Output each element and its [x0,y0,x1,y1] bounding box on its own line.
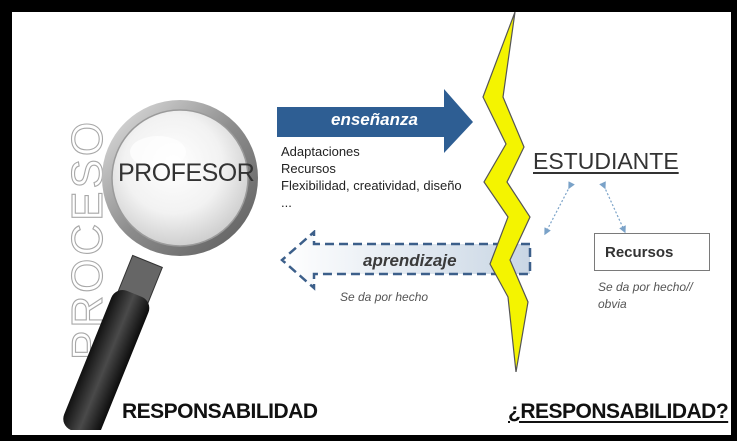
recursos-box: Recursos [594,233,710,271]
magnifying-glass-icon [63,100,258,430]
list-item: Recursos [281,161,336,176]
aprendizaje-note: Se da por hecho [340,290,429,304]
aprendizaje-arrow [280,230,532,291]
list-item: Adaptaciones [281,144,360,159]
list-item: ... [281,195,292,210]
ensenanza-list: Adaptaciones Recursos Flexibilidad, crea… [281,143,462,211]
recursos-note-line2: obvia [598,297,627,311]
list-item: Flexibilidad, creatividad, diseño [281,178,462,193]
recursos-note-line1: Se da por hecho// [598,280,693,294]
ensenanza-label: enseñanza [331,110,418,129]
lightning-bolt-icon [482,12,531,372]
profesor-label: PROFESOR [118,159,255,187]
aprendizaje-label: aprendizaje [363,251,457,270]
responsabilidad-left: RESPONSABILIDAD [122,400,318,423]
recursos-label: Recursos [605,244,674,261]
ensenanza-arrow [277,89,473,153]
estudiante-label: ESTUDIANTE [533,148,679,174]
double-arrow-icon [544,181,626,236]
responsabilidad-right: ¿RESPONSABILIDAD? [508,400,729,423]
